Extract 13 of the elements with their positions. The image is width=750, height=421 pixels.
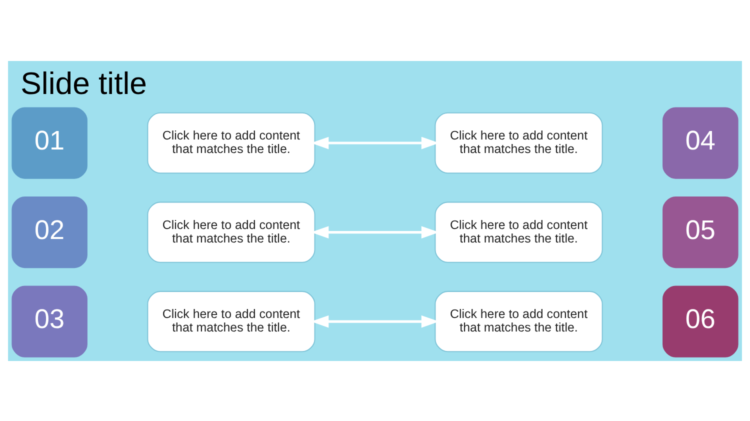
diagram-title: Slide title (20, 66, 147, 101)
node-box: 05 (662, 196, 738, 268)
node-box: Click here to add content that matches the title. (147, 201, 316, 262)
node-box: Click here to add content that matches the title. (147, 290, 316, 352)
node-box: Click here to add content that matches the title. (434, 112, 603, 174)
node-box: 02 (12, 196, 88, 268)
node-box: 04 (662, 106, 738, 178)
node-box: 03 (12, 285, 88, 357)
node-box: 06 (662, 285, 738, 357)
node-box: Click here to add content that matches the title. (434, 290, 603, 352)
node-box: 01 (12, 106, 88, 178)
node-box: Click here to add content that matches the title. (434, 201, 603, 262)
node-box: Click here to add content that matches the title. (147, 112, 316, 174)
